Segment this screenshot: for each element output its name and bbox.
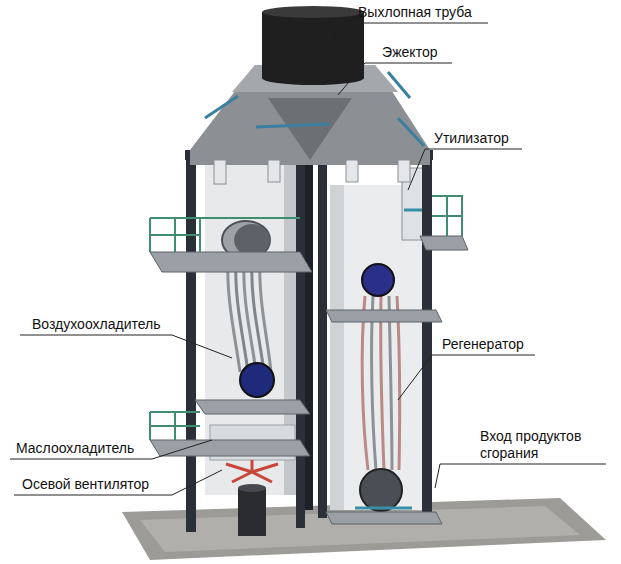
part-label: Вход продуктов сгорания: [478, 428, 606, 462]
leader-line: [172, 470, 222, 495]
tube: [260, 258, 271, 372]
leader-line: [435, 464, 440, 488]
header-end: [234, 224, 270, 256]
platform: [420, 236, 468, 250]
leader-line: [398, 355, 432, 400]
ground-slab-top: [140, 506, 580, 552]
hood-skirt: [346, 160, 358, 182]
label-underline: [330, 23, 488, 24]
platform: [150, 440, 310, 456]
platform: [150, 252, 312, 272]
header-circle: [240, 363, 274, 397]
label-underline: [440, 464, 606, 465]
steel-column: [318, 158, 327, 518]
ejector-slot: [388, 72, 410, 98]
railing: [150, 218, 300, 252]
header-circle: [362, 264, 394, 296]
platform: [326, 512, 442, 524]
label-underline: [20, 335, 172, 336]
steel-column: [296, 158, 305, 528]
steel-column: [305, 160, 313, 510]
railing: [432, 196, 462, 236]
fan-blades: [226, 460, 278, 482]
part-label: Осевой вентилятор: [20, 476, 151, 493]
platform: [195, 400, 310, 414]
platform: [326, 310, 442, 322]
inlet-flange: [360, 469, 402, 511]
steel-column: [422, 158, 432, 520]
fan-motor: [238, 488, 266, 536]
ejector-hood: [190, 65, 430, 165]
label-underline: [425, 149, 522, 150]
inlet-stripe: [355, 507, 412, 510]
ejector-slot: [398, 118, 424, 146]
part-label: Выхлопная труба: [356, 4, 474, 21]
fan-motor-top: [238, 484, 266, 492]
part-label: Утилизатор: [432, 130, 511, 147]
part-label: Воздухоохладитель: [30, 316, 163, 333]
label-underline: [365, 63, 452, 64]
railing: [150, 412, 200, 440]
part-label: Эжектор: [380, 44, 439, 61]
leader-line: [328, 23, 330, 45]
hood-skirt: [214, 160, 226, 184]
label-underline: [14, 495, 172, 496]
hood-v: [268, 98, 352, 160]
ejector-slot: [256, 124, 330, 127]
leader-line: [408, 149, 425, 190]
label-underline: [432, 355, 535, 356]
leader-line: [338, 63, 365, 95]
ejector-slot: [205, 96, 238, 118]
label-underline: [10, 459, 152, 460]
hood-skirt: [268, 160, 280, 182]
exhaust-pipe-top: [262, 6, 364, 18]
leader-line: [172, 335, 232, 358]
part-label: Регенератор: [440, 336, 526, 353]
part-label: Маслоохладитель: [14, 440, 136, 457]
casing-shade: [330, 185, 344, 510]
leader-line: [152, 440, 212, 459]
hood-skirt: [398, 160, 410, 182]
exhaust-pipe: [262, 12, 364, 78]
